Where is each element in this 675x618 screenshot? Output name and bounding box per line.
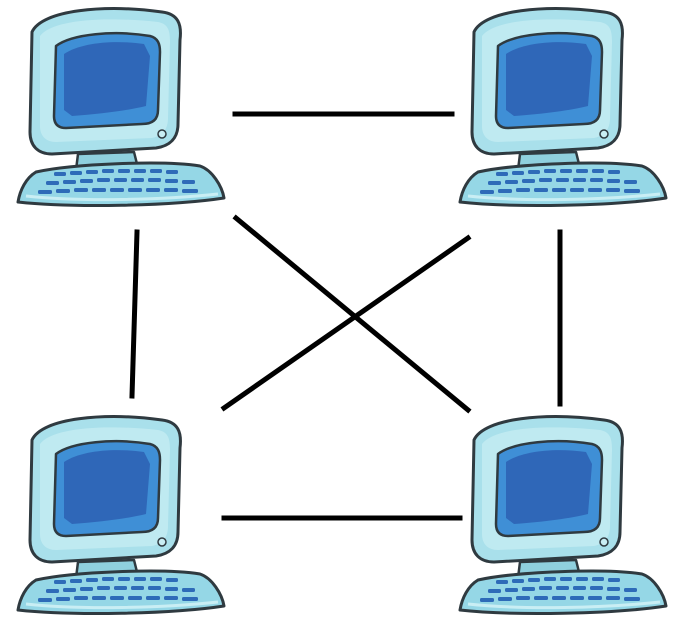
desktop-computer-icon bbox=[18, 417, 224, 614]
desktop-computer-icon bbox=[18, 9, 224, 206]
desktop-computer-icon bbox=[460, 417, 666, 614]
computer-bottom-left bbox=[18, 417, 224, 614]
computer-bottom-right bbox=[460, 417, 666, 614]
desktop-computer-icon bbox=[460, 9, 666, 206]
computer-top-left bbox=[18, 9, 224, 206]
link-top-left-bottom-right bbox=[236, 218, 468, 410]
computer-top-right bbox=[460, 9, 666, 206]
link-top-left-bottom-left bbox=[132, 232, 137, 396]
